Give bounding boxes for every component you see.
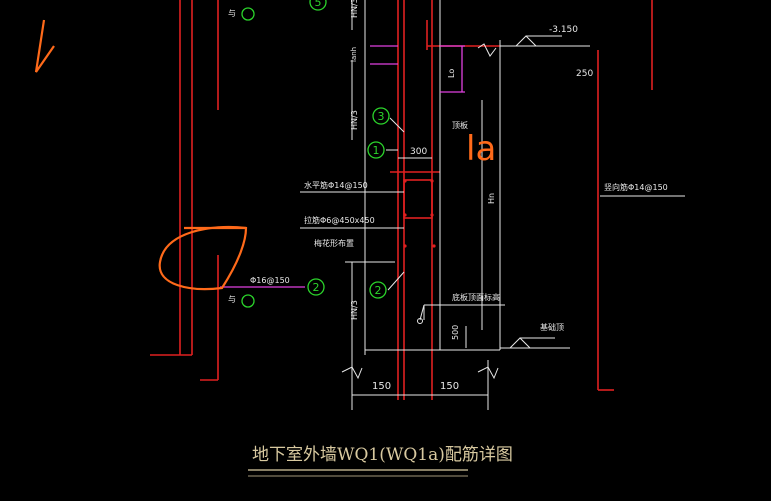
mid-note: 与 [228,295,236,304]
orange-annotations [34,19,248,291]
dim-250: 250 [576,69,593,79]
dim-150-left: 150 [372,381,391,392]
marker-3: 3 [378,110,385,123]
break-top [477,43,497,57]
lo-label: Lo [447,69,456,78]
marker-circle-1 [367,141,385,159]
marker-circle-2b [307,278,325,296]
drawing-title: 地下室外墙WQ1(WQ1a)配筋详图 [252,445,513,465]
leader-slab-dot [417,318,423,324]
leader-3 [389,117,405,133]
tie-dot [430,213,434,217]
bar-outer-label: 竖向筋Φ14@150 [604,182,668,192]
hn-label: Hn [487,193,496,204]
white-linework [300,0,685,410]
bar-horizontal-label: 水平筋Φ14@150 [304,180,368,190]
marker-circle-small-mid [241,294,255,308]
tie-dot [432,244,436,248]
hn3-mid: HN/3 [350,110,359,130]
floor-slab-label: 底板顶面标高 [452,292,500,302]
floor-top-label: 顶板 [452,120,468,130]
marker-circle-2a [369,281,387,299]
bar-tie-label: 拉筋Φ6@450x450 [304,215,375,225]
marker-2a: 2 [375,284,382,297]
bar-tie-note: 梅花形布置 [314,238,354,248]
marker-5: 5 [315,0,322,9]
dim-150-right: 150 [440,381,459,392]
tie-dot [403,213,407,217]
tie-dots [403,179,436,248]
leader-slab-tick [419,304,425,321]
magenta-linework [220,45,465,288]
handwritten-mark [34,19,55,73]
handwritten-loop [158,225,248,291]
green-markers [241,0,390,308]
tie-dot [403,244,407,248]
tie-box [403,179,433,219]
marker-circle-small-top [241,7,255,21]
leader-2 [387,271,405,291]
floor-bottom-label: 基础顶 [540,322,564,332]
marker-circle-5 [309,0,327,11]
tie-dot [430,179,434,183]
break-left [341,366,363,380]
handwritten-label: la [466,129,496,169]
tie-dot [403,179,407,183]
dim-300: 300 [410,147,427,157]
dimension-text: -3.150 250 300 150 150 500 HN/3 HN/3 HN/… [228,0,668,392]
elevation-label: -3.150 [549,25,578,35]
hn3-bottom: HN/3 [350,300,359,320]
elev-triangle-top [515,35,537,47]
dim-500: 500 [451,325,460,340]
marker-1: 1 [373,144,380,157]
marker-circle-3 [372,107,390,125]
lh-label: lanh [350,47,358,62]
marker-2b: 2 [313,281,320,294]
red-linework [150,0,653,400]
hn3-top: HN/3 [350,0,359,18]
elev-triangle-bottom [509,337,531,349]
top-note: 与 [228,9,236,18]
break-right [477,366,499,380]
bar-phi16-label: Φ16@150 [250,276,290,285]
